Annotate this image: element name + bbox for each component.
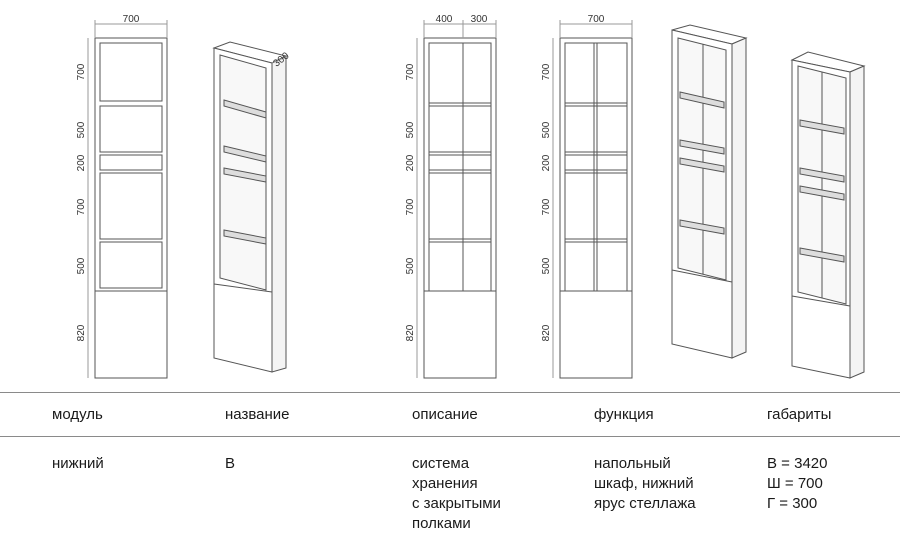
- dim-b-h2: 500: [405, 121, 416, 138]
- dim-a-h4: 700: [76, 198, 87, 215]
- dim-b-w1: 400: [436, 14, 453, 25]
- dim-a-h3: 200: [76, 154, 87, 171]
- header-function: функция: [594, 406, 654, 423]
- dimension-width: Ш = 700: [767, 475, 823, 492]
- header-module: модуль: [52, 406, 103, 423]
- dimension-depth: Г = 300: [767, 495, 818, 512]
- dim-c-h4: 700: [541, 198, 552, 215]
- dim-a-h5: 500: [76, 257, 87, 274]
- dim-c-h2: 500: [541, 121, 552, 138]
- dim-a-h6: 820: [76, 324, 87, 341]
- function-line: ярус стеллажа: [594, 495, 696, 512]
- dim-c-h5: 500: [541, 257, 552, 274]
- function-line: напольный: [594, 455, 671, 472]
- dim-a-h1: 700: [76, 63, 87, 80]
- function-line: шкаф, нижний: [594, 475, 694, 492]
- table-header-divider: [0, 436, 900, 437]
- front-view-c: [552, 20, 633, 379]
- dim-b-h1: 700: [405, 63, 416, 80]
- front-view-a: [87, 20, 168, 379]
- cell-module: нижний: [52, 455, 104, 472]
- dim-b-h3: 200: [405, 154, 416, 171]
- cell-dimensions: В = 3420 Ш = 700 Г = 300: [767, 454, 827, 514]
- cell-function: напольный шкаф, нижний ярус стеллажа: [594, 454, 696, 514]
- header-dimensions: габариты: [767, 406, 832, 423]
- description-line: система: [412, 455, 470, 472]
- dim-c-h3: 200: [541, 154, 552, 171]
- dimension-height: В = 3420: [767, 455, 828, 472]
- table-top-divider: [0, 392, 900, 393]
- dim-b-w2: 300: [471, 14, 488, 25]
- dim-b-h6: 820: [405, 324, 416, 341]
- iso-view-1: [212, 41, 289, 373]
- dim-width-a: 700: [123, 14, 140, 25]
- iso-view-3: [790, 51, 866, 379]
- description-line: полками: [412, 515, 471, 532]
- dim-b-h4: 700: [405, 198, 416, 215]
- dim-width-c: 700: [588, 14, 605, 25]
- cell-name: В: [225, 455, 236, 472]
- dim-c-h6: 820: [541, 324, 552, 341]
- header-name: название: [225, 406, 290, 423]
- description-line: с закрытыми: [412, 495, 501, 512]
- dim-a-h2: 500: [76, 121, 87, 138]
- technical-drawings: 700 700 500 200 700 500 820 300 400 300 …: [76, 14, 866, 379]
- header-description: описание: [412, 406, 478, 423]
- iso-view-2: [671, 24, 748, 359]
- dim-c-h1: 700: [541, 63, 552, 80]
- dim-b-h5: 500: [405, 257, 416, 274]
- front-view-b: [416, 20, 497, 379]
- description-line: хранения: [412, 475, 478, 492]
- cell-description: система хранения с закрытыми полками: [412, 454, 501, 534]
